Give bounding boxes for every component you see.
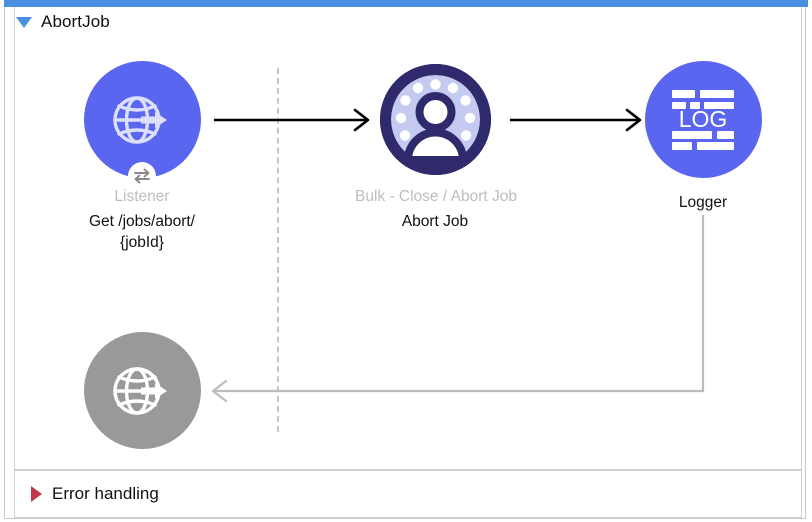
salesforce-bulk-user-icon bbox=[379, 64, 491, 175]
error-handling-label: Error handling bbox=[52, 484, 159, 503]
logger-name: Logger bbox=[678, 194, 728, 211]
error-handling-section[interactable]: Error handling bbox=[14, 470, 802, 518]
node-abort-job[interactable]: Bulk - Close / Abort Job Abort Job bbox=[355, 61, 517, 232]
http-listener-globe-icon bbox=[113, 95, 167, 144]
editor-frame bbox=[4, 7, 806, 519]
globe-arrow-icon bbox=[141, 382, 167, 399]
node-listener[interactable]: Listener Get /jobs/abort/ {jobId} bbox=[62, 61, 222, 253]
globe-arrow-icon bbox=[141, 111, 167, 128]
triangle-down-icon[interactable] bbox=[16, 16, 32, 28]
http-listener-globe-icon bbox=[113, 366, 167, 415]
listener-name: Get /jobs/abort/ {jobId} bbox=[62, 211, 222, 253]
person-silhouette-icon bbox=[403, 92, 467, 164]
node-response-listener[interactable] bbox=[62, 332, 222, 449]
request-response-exchange-icon bbox=[128, 162, 156, 190]
flow-title: AbortJob bbox=[41, 12, 110, 31]
logger-icon-circle[interactable]: LOG bbox=[644, 61, 762, 178]
listener-name-line1: Get /jobs/abort/ bbox=[89, 213, 195, 230]
editor-selection-strip bbox=[4, 0, 808, 7]
logger-log-icon: LOG bbox=[672, 89, 734, 150]
connector-listener-to-abortjob bbox=[214, 108, 370, 132]
abortjob-icon-circle[interactable] bbox=[377, 61, 494, 178]
logger-icon-text: LOG bbox=[679, 106, 728, 132]
abortjob-subtitle: Bulk - Close / Abort Job bbox=[355, 188, 517, 205]
listener-subtitle: Listener bbox=[114, 188, 170, 205]
node-logger[interactable]: LOG Logger bbox=[623, 61, 783, 213]
response-listener-icon-circle[interactable] bbox=[83, 332, 201, 449]
source-process-divider bbox=[277, 68, 279, 432]
listener-icon-circle[interactable] bbox=[83, 61, 201, 190]
abortjob-name: Abort Job bbox=[401, 213, 469, 230]
listener-name-line2: {jobId} bbox=[120, 234, 164, 251]
user-dots-arc bbox=[395, 79, 475, 141]
connector-abortjob-to-logger bbox=[510, 108, 642, 132]
flow-header[interactable]: AbortJob bbox=[16, 12, 110, 32]
connector-logger-to-response bbox=[211, 215, 705, 403]
triangle-right-icon[interactable] bbox=[31, 486, 42, 502]
